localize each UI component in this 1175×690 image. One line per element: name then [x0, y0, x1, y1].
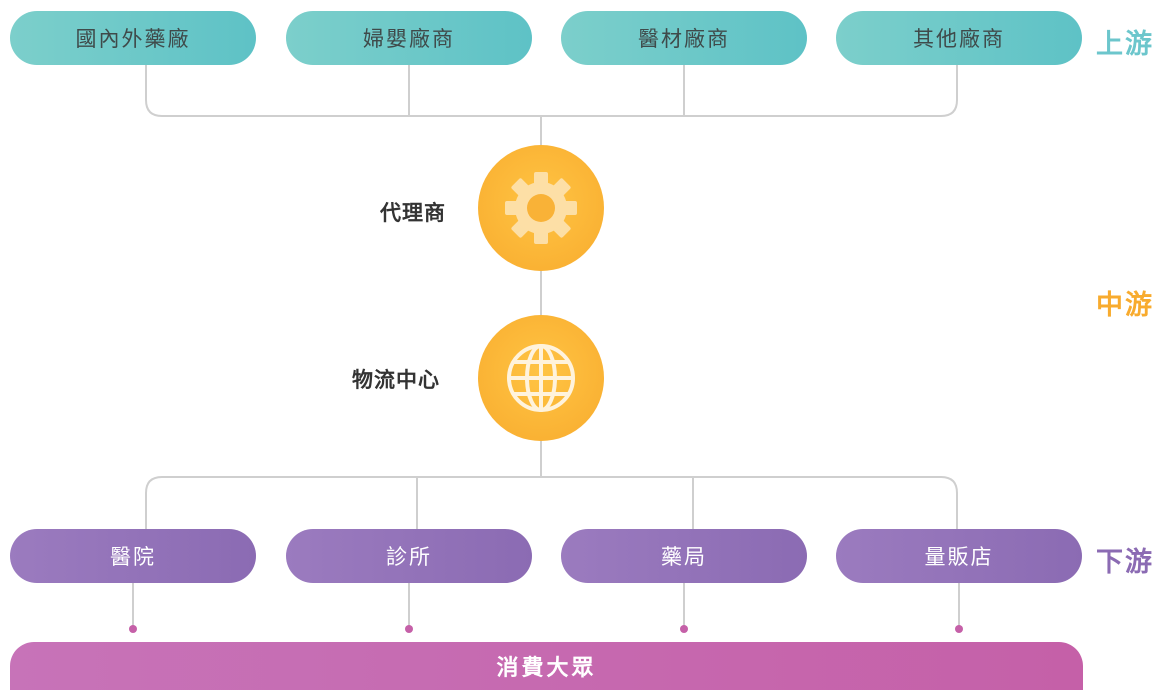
consumer-label: 消費大眾 [496, 656, 597, 681]
upstream-item-domestic-foreign-pharma: 國內外藥廠 [10, 11, 256, 65]
downstream-item-hospital: 醫院 [10, 529, 256, 583]
upstream-item-maternal-infant: 婦嬰廠商 [286, 11, 532, 65]
upstream-level-label: 上游 [1096, 29, 1154, 60]
upstream-item-other: 其他廠商 [836, 11, 1082, 65]
logistics-center-node [478, 315, 604, 441]
globe-icon [507, 344, 575, 412]
gear-icon [505, 172, 577, 244]
downstream-item-pharmacy: 藥局 [561, 529, 807, 583]
upstream-item-medical-device: 醫材廠商 [561, 11, 807, 65]
agent-node [478, 145, 604, 271]
logistics-center-label: 物流中心 [352, 368, 440, 392]
midstream-level-label: 中游 [1096, 290, 1154, 321]
consumer-bar: 消費大眾 [10, 642, 1083, 690]
downstream-level-label: 下游 [1096, 547, 1154, 578]
agent-label: 代理商 [380, 201, 446, 225]
downstream-item-clinic: 診所 [286, 529, 532, 583]
downstream-item-hypermarket: 量販店 [836, 529, 1082, 583]
